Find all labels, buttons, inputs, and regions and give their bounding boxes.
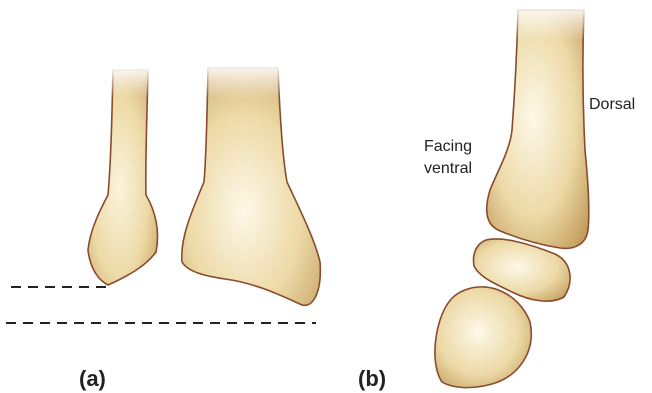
tibia-bone [182, 68, 321, 305]
ventral-label: ventral [424, 158, 472, 179]
panel-a [6, 63, 320, 323]
fibula-bone [88, 70, 158, 285]
distal-tibia-bone [487, 10, 589, 248]
talus-bone [435, 287, 531, 388]
dorsal-label: Dorsal [589, 94, 635, 115]
facing-label: Facing [424, 136, 472, 157]
panel-b [435, 4, 592, 388]
panel-a-label: (a) [79, 366, 106, 392]
panel-b-label: (b) [358, 366, 386, 392]
